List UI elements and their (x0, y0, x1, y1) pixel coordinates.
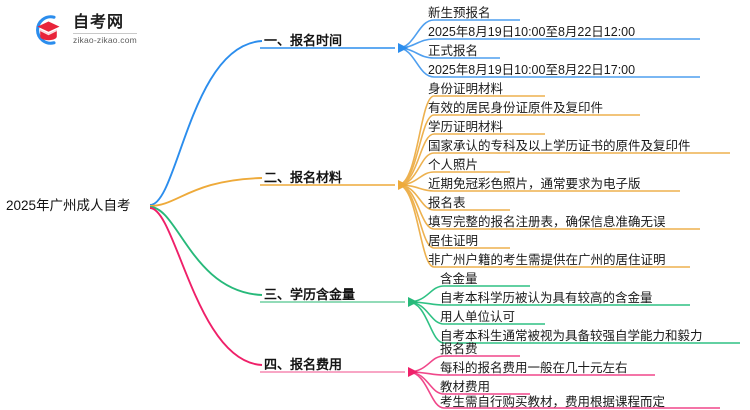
logo-name: 自考网 (73, 15, 137, 35)
leaf-node[interactable]: 2025年8月19日10:00至8月22日17:00 (428, 63, 636, 77)
leaf-node[interactable]: 非广州户籍的考生需提供在广州的居住证明 (428, 253, 666, 267)
leaf-node[interactable]: 学历证明材料 (428, 120, 504, 134)
leaf-node[interactable]: 有效的居民身份证原件及复印件 (428, 101, 604, 115)
leaf-node[interactable]: 考生需自行购买教材，费用根据课程而定 (440, 395, 666, 409)
leaf-node[interactable]: 自考本科学历被认为具有较高的含金量 (440, 291, 653, 305)
leaf-node[interactable]: 填写完整的报名注册表，确保信息准确无误 (428, 215, 666, 229)
leaf-node[interactable]: 每科的报名费用一般在几十元左右 (440, 361, 628, 375)
leaf-node[interactable]: 居住证明 (428, 234, 479, 248)
leaf-node[interactable]: 个人照片 (428, 158, 479, 172)
graduation-cap-icon (28, 13, 66, 47)
leaf-node[interactable]: 自考本科生通常被视为具备较强自学能力和毅力 (440, 329, 703, 343)
leaf-node[interactable]: 报名费 (440, 342, 478, 356)
mindmap-root-node[interactable]: 2025年广州成人自考 (6, 198, 131, 213)
branch-node-registration-fee[interactable]: 四、报名费用 (264, 357, 343, 372)
leaf-node[interactable]: 2025年8月19日10:00至8月22日12:00 (428, 25, 636, 39)
leaf-node[interactable]: 正式报名 (428, 44, 479, 58)
branch-node-degree-value[interactable]: 三、学历含金量 (264, 287, 356, 302)
site-logo: 自考网 zikao-zikao.com (28, 11, 168, 49)
leaf-node[interactable]: 教材费用 (440, 380, 491, 394)
branch-node-registration-time[interactable]: 一、报名时间 (264, 33, 343, 48)
logo-domain: zikao-zikao.com (73, 35, 137, 46)
leaf-node[interactable]: 身份证明材料 (428, 82, 504, 96)
branch-node-registration-materials[interactable]: 二、报名材料 (264, 170, 343, 185)
leaf-node[interactable]: 报名表 (428, 196, 466, 210)
leaf-node[interactable]: 近期免冠彩色照片，通常要求为电子版 (428, 177, 641, 191)
leaf-node[interactable]: 用人单位认可 (440, 310, 516, 324)
leaf-node[interactable]: 新生预报名 (428, 6, 491, 20)
leaf-node[interactable]: 国家承认的专科及以上学历证书的原件及复印件 (428, 139, 691, 153)
leaf-node[interactable]: 含金量 (440, 272, 478, 286)
